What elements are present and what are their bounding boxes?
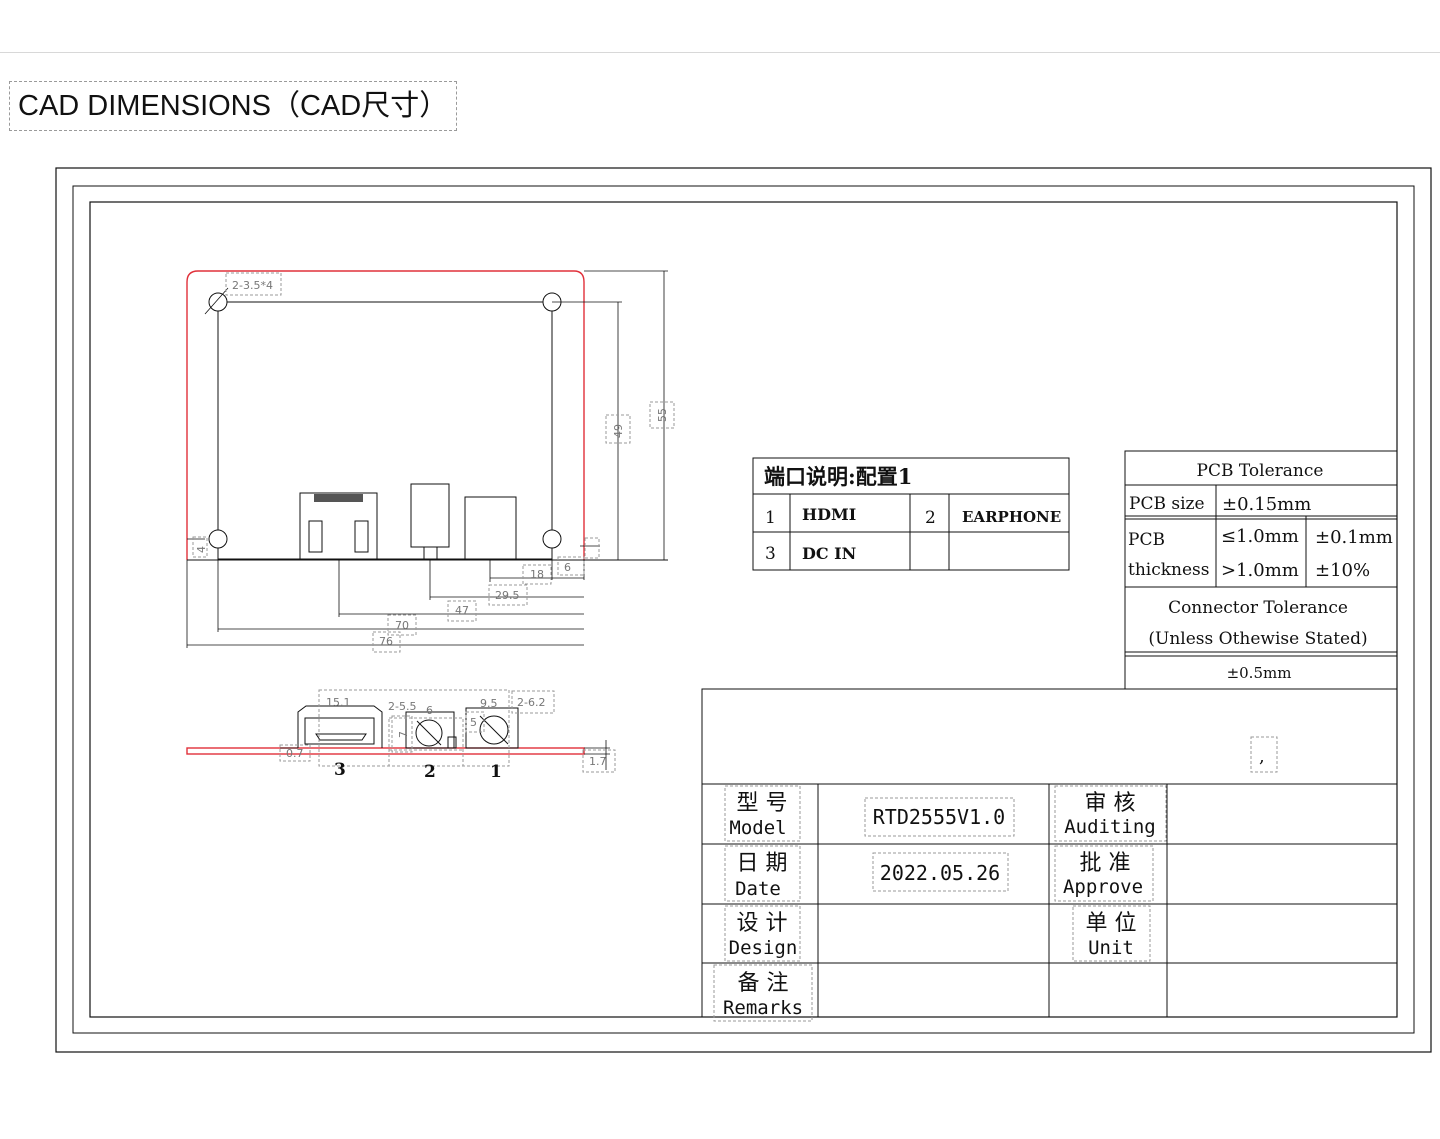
pcb-thickness-label-1: PCB: [1128, 530, 1165, 550]
side-dim-0-7: 0.7: [286, 747, 304, 760]
dc-jack: [464, 496, 517, 561]
side-dim-2-5-5: 2-5.5: [388, 700, 416, 713]
connector-title-2: (Unless Othewise Stated): [1148, 629, 1367, 649]
pcb-size-label: PCB size: [1129, 494, 1205, 514]
dim-29-5: 29.5: [495, 589, 520, 602]
tolerance-title: PCB Tolerance: [1197, 461, 1324, 481]
dim-4: 4: [195, 546, 208, 553]
dim-6: 6: [564, 561, 571, 574]
mount-hole-br: [542, 529, 562, 549]
side-dim-5: 5: [470, 716, 477, 729]
date-label-en: Date: [735, 878, 781, 900]
approve-label-en: Approve: [1063, 876, 1143, 898]
port-table-title: 端口说明:配置1: [764, 464, 912, 489]
thick-condition: >1.0mm: [1221, 560, 1299, 581]
dim-76: 76: [379, 635, 393, 648]
dim-70: 70: [395, 619, 409, 632]
outer-frame: [55, 167, 1432, 1053]
dim-18: 18: [530, 568, 544, 581]
side-label-2: 2: [424, 762, 436, 782]
earphone-jack: [410, 483, 450, 561]
auditing-label-en: Auditing: [1064, 816, 1156, 838]
hole-dim-label: 2-3.5*4: [232, 279, 273, 292]
hole-pattern: [217, 301, 553, 560]
side-dim-15-1: 15.1: [326, 696, 351, 709]
dim-49: 49: [612, 424, 625, 438]
thin-value: ±0.1mm: [1315, 527, 1393, 548]
dim-55: 55: [656, 408, 669, 422]
vertical-dimensions: [552, 270, 668, 560]
board-side-view: 15.1 2-5.5 6 9.5 2-6.2 7 5 0.7 1.7 3 2 1: [186, 689, 616, 782]
page-title: CAD DIMENSIONS（CAD尺寸）: [9, 81, 458, 131]
top-divider: [0, 52, 1440, 53]
remarks-label-cn: 备 注: [738, 971, 789, 996]
tolerance-table: PCB Tolerance PCB size ±0.15mm PCB thick…: [1124, 450, 1398, 690]
thin-condition: ≤1.0mm: [1221, 526, 1299, 547]
side-dim-6: 6: [426, 704, 433, 717]
design-label-en: Design: [729, 937, 798, 959]
port-row1-v2: EARPHONE: [962, 508, 1061, 526]
connector-title-1: Connector Tolerance: [1168, 598, 1348, 618]
side-label-3: 3: [334, 760, 346, 780]
port-row1-v1: HDMI: [802, 505, 856, 524]
middle-frame: [72, 185, 1415, 1034]
model-label-cn: 型 号: [737, 791, 788, 816]
unit-label-cn: 单 位: [1086, 911, 1137, 936]
board-top-view: 2-3.5*4 55 49: [186, 270, 675, 653]
connector-value: ±0.5mm: [1227, 664, 1292, 682]
auditing-label-cn: 审 核: [1085, 791, 1136, 816]
side-dim-2-6-2: 2-6.2: [517, 696, 545, 709]
side-dim-9-5: 9.5: [480, 697, 498, 710]
hdmi-connector: [299, 492, 378, 561]
model-label-en: Model: [729, 817, 786, 839]
thick-value: ±10%: [1315, 560, 1370, 581]
remarks-label-en: Remarks: [723, 997, 803, 1019]
date-value: 2022.05.26: [880, 861, 1000, 885]
design-label-cn: 设 计: [737, 911, 788, 936]
board-outline: [186, 270, 585, 560]
side-dim-1-7: 1.7: [589, 755, 607, 768]
port-row1-n1: 1: [765, 508, 776, 528]
model-value: RTD2555V1.0: [873, 805, 1005, 829]
date-label-cn: 日 期: [737, 851, 788, 876]
side-dim-7: 7: [397, 731, 410, 738]
port-table: 端口说明:配置1 1 HDMI 2 EARPHONE 3 DC IN: [752, 457, 1070, 571]
approve-label-cn: 批 准: [1080, 851, 1131, 876]
pcb-size-value: ±0.15mm: [1222, 494, 1311, 515]
title-block: , 型 号 Model RTD2555V1.0 审 核 Auditing 日 期…: [701, 688, 1398, 1022]
mount-hole-bl: [208, 529, 228, 549]
horizontal-dimensions: [186, 548, 584, 648]
mount-hole-tl: [208, 292, 228, 312]
title-block-note: ,: [1259, 746, 1265, 767]
port-row2-v1: DC IN: [802, 544, 856, 563]
dim-47: 47: [455, 604, 469, 617]
port-row1-n2: 2: [925, 508, 936, 528]
unit-label-en: Unit: [1088, 937, 1134, 959]
pcb-edge: [186, 747, 585, 755]
port-row2-n1: 3: [765, 544, 776, 564]
pcb-thickness-label-2: thickness: [1128, 560, 1210, 580]
side-label-1: 1: [490, 762, 502, 782]
